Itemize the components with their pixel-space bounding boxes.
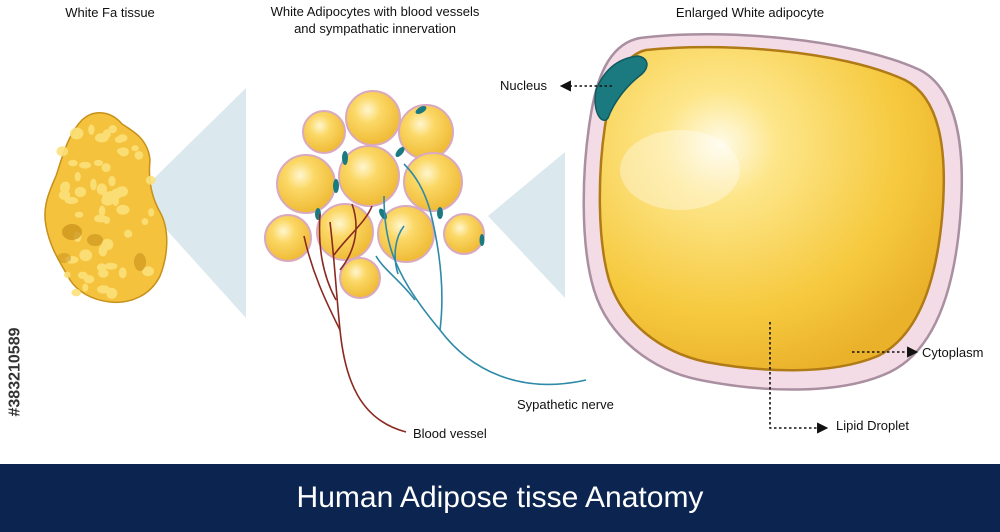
tissue-texture-dot	[131, 145, 139, 152]
cytoplasm-label: Cytoplasm	[922, 345, 984, 360]
tissue-texture-dot	[98, 205, 106, 217]
lipid-droplet-label: Lipid Droplet	[836, 418, 909, 433]
tissue-texture-dot	[71, 288, 81, 297]
cell-heading: Enlarged White adipocyte	[675, 5, 825, 20]
tissue-texture-dot	[64, 271, 71, 278]
footer-title: Human Adipose tisse Anatomy	[296, 481, 704, 514]
zoom-cone-right	[488, 152, 565, 298]
tissue-texture-dot	[141, 218, 149, 226]
cluster-heading-line1: White Adipocytes with blood vessels	[270, 4, 480, 19]
tissue-texture-dot	[101, 238, 114, 251]
tissue-texture-dot	[118, 267, 127, 279]
footer-bar: Human Adipose tisse Anatomy	[0, 464, 1000, 532]
sympathetic-nerve-label: Sypathetic nerve	[517, 397, 614, 412]
tissue-texture-dot	[106, 287, 118, 299]
tissue-texture-dot	[82, 283, 89, 292]
tissue-texture-dot	[108, 175, 116, 187]
tissue-texture-dot	[74, 211, 84, 218]
tissue-texture-dot	[116, 147, 129, 155]
sympathetic-nerve-lines	[375, 163, 587, 386]
tissue-texture-dot	[142, 266, 155, 277]
tissue-texture-dot	[83, 275, 95, 284]
tissue-texture-dot	[72, 128, 80, 135]
tissue-heading: White Fa tissue	[65, 5, 155, 20]
tissue-texture-dot	[116, 204, 130, 215]
tissue-texture-dot	[101, 163, 111, 173]
tissue-texture-dot	[104, 262, 118, 270]
enlarged-adipocyte	[582, 33, 964, 391]
tissue-texture-dot	[112, 194, 119, 206]
white-fat-tissue	[44, 112, 168, 304]
lipid-droplet-arrow	[769, 322, 829, 434]
tissue-texture-dot	[148, 208, 155, 217]
zoom-cone-left	[136, 88, 246, 318]
tissue-texture-dot	[79, 249, 93, 262]
tissue-texture-dot	[79, 161, 92, 169]
tissue-texture-dot	[90, 178, 97, 191]
tissue-texture-dot	[134, 151, 144, 160]
tissue-texture-dot	[98, 268, 109, 278]
tissue-texture-dot	[60, 181, 70, 194]
tissue-texture-dot	[114, 136, 124, 143]
cluster-heading-line2: and sympathatic innervation	[294, 21, 456, 36]
tissue-texture-dot	[145, 175, 156, 185]
tissue-texture-dot	[93, 159, 104, 166]
callout-arrows	[559, 80, 919, 434]
adipocyte-cluster	[264, 90, 485, 299]
cluster-heading: White Adipocytes with blood vessels and …	[240, 3, 510, 37]
tissue-texture-dot	[116, 186, 128, 197]
side-id-text: #383210589	[6, 327, 24, 417]
tissue-texture-dot	[74, 186, 87, 198]
blood-vessel-label: Blood vessel	[413, 426, 487, 441]
side-id: #383210589	[4, 292, 26, 452]
tissue-texture-dot	[56, 146, 69, 157]
tissue-texture-dot	[94, 133, 109, 143]
tissue-texture-dot	[88, 124, 95, 135]
tissue-texture-dot	[74, 171, 81, 182]
tissue-texture-dot	[68, 159, 78, 167]
tissue-texture-dot	[101, 195, 115, 206]
tissue-texture-dot	[96, 215, 110, 223]
blood-vessel-lines	[303, 203, 407, 433]
tissue-texture-dot	[96, 183, 108, 195]
tissue-texture-dot	[108, 125, 117, 134]
tissue-texture-dot	[124, 229, 133, 238]
nucleus-label: Nucleus	[500, 78, 547, 93]
